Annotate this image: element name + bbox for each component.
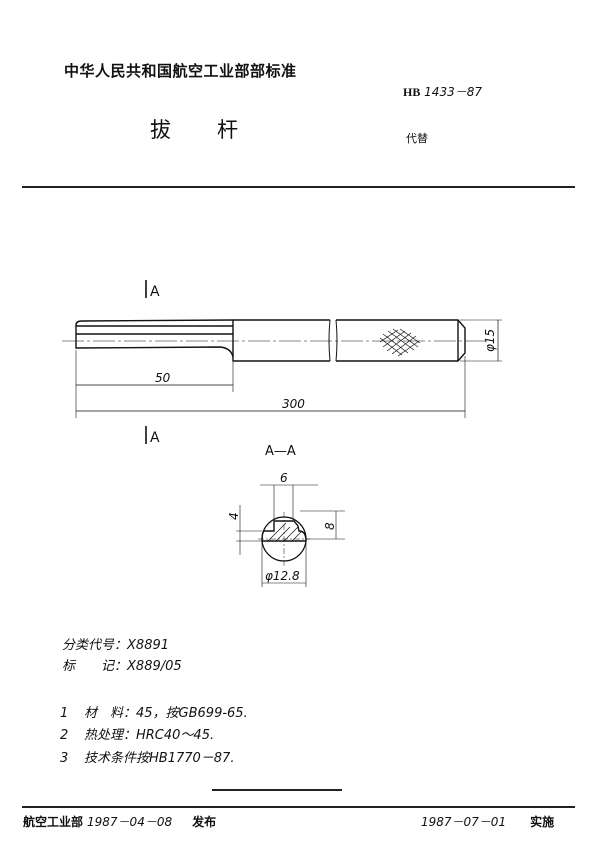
header-divider [22,186,575,188]
note-number: 3 [60,751,69,766]
effective-label: 实施 [530,815,555,829]
part-drawing: A A 50 300 φ15 A—A 6 4 8 φ12.8 [62,280,502,587]
standard-number: HB 1433－87 [403,83,482,100]
effective-date: 1987－07－01 [421,815,507,829]
issue-date: 1987－04－08 [87,815,173,829]
dim-flat-height-8: 8 [323,522,337,530]
note-item: 3 技术条件按HB1770－87. [60,747,234,766]
knurl-pattern [379,328,421,357]
issue-label: 发布 [192,815,217,829]
marking-value: X889/05 [127,659,182,674]
standard-code: 1433－87 [424,85,482,99]
footer-divider [22,806,575,808]
section-view-label: A—A [265,444,296,459]
marking-label: 标 记： [62,659,128,674]
note-number: 1 [60,706,69,721]
note-text: 热处理：HRC40～45. [84,728,215,743]
dim-diameter-15: φ15 [483,329,497,352]
marking-row: 标 记：X889/05 [62,655,182,674]
dim-length-300: 300 [282,397,305,411]
classification-code-row: 分类代号：X8891 [62,634,169,653]
document-title: 拔杆 [150,118,284,142]
classification-code-label: 分类代号： [62,638,128,653]
dim-flat-width-6: 6 [280,471,288,485]
note-item: 2 热处理：HRC40～45. [60,724,214,743]
note-text: 材 料：45，按GB699-65. [84,706,248,721]
dim-flat-depth-4: 4 [227,512,241,520]
dim-length-50: 50 [155,371,171,385]
issuing-organization-standard: 中华人民共和国航空工业部部标准 [64,62,297,80]
issuer: 航空工业部 [23,815,84,829]
note-item: 1 材 料：45，按GB699-65. [60,702,248,721]
section-mark-bottom: A [150,430,160,446]
note-number: 2 [60,728,69,743]
effective-info: 1987－07－01 实施 [421,813,554,830]
standard-prefix: HB [403,85,421,99]
dim-section-diameter: φ12.8 [265,569,300,583]
section-mark-top: A [150,284,160,300]
end-mark-rule [212,789,342,791]
replaces-label: 代替 [406,132,428,145]
note-text: 技术条件按HB1770－87. [84,751,235,766]
classification-code-value: X8891 [127,638,170,653]
